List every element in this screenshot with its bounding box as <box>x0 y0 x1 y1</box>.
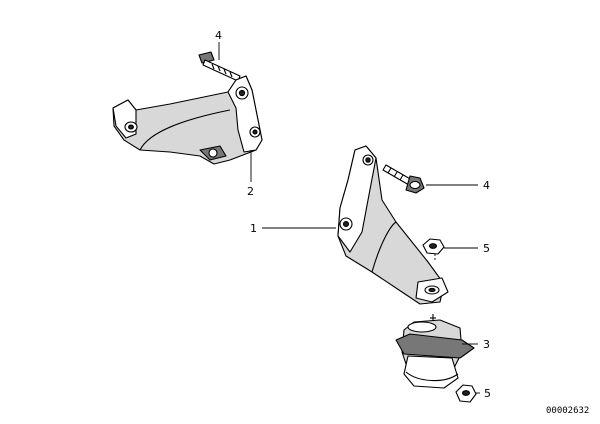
callout-4-top: 4 <box>215 29 222 42</box>
bolt-top[interactable] <box>198 51 241 82</box>
callout-4-right: 4 <box>483 179 490 192</box>
nut-bottom[interactable] <box>455 384 477 403</box>
nut-top[interactable] <box>422 238 445 262</box>
document-id: 00002632 <box>546 406 589 416</box>
callout-3: 3 <box>483 338 490 351</box>
callout-5-bottom: 5 <box>484 387 491 400</box>
callout-1: 1 <box>250 222 257 235</box>
bolt-right[interactable] <box>382 164 425 194</box>
bracket-right[interactable] <box>337 145 449 305</box>
bracket-left[interactable] <box>112 75 263 165</box>
callout-2: 2 <box>247 185 254 198</box>
callout-5-top: 5 <box>483 242 490 255</box>
engine-mount[interactable] <box>395 314 475 389</box>
